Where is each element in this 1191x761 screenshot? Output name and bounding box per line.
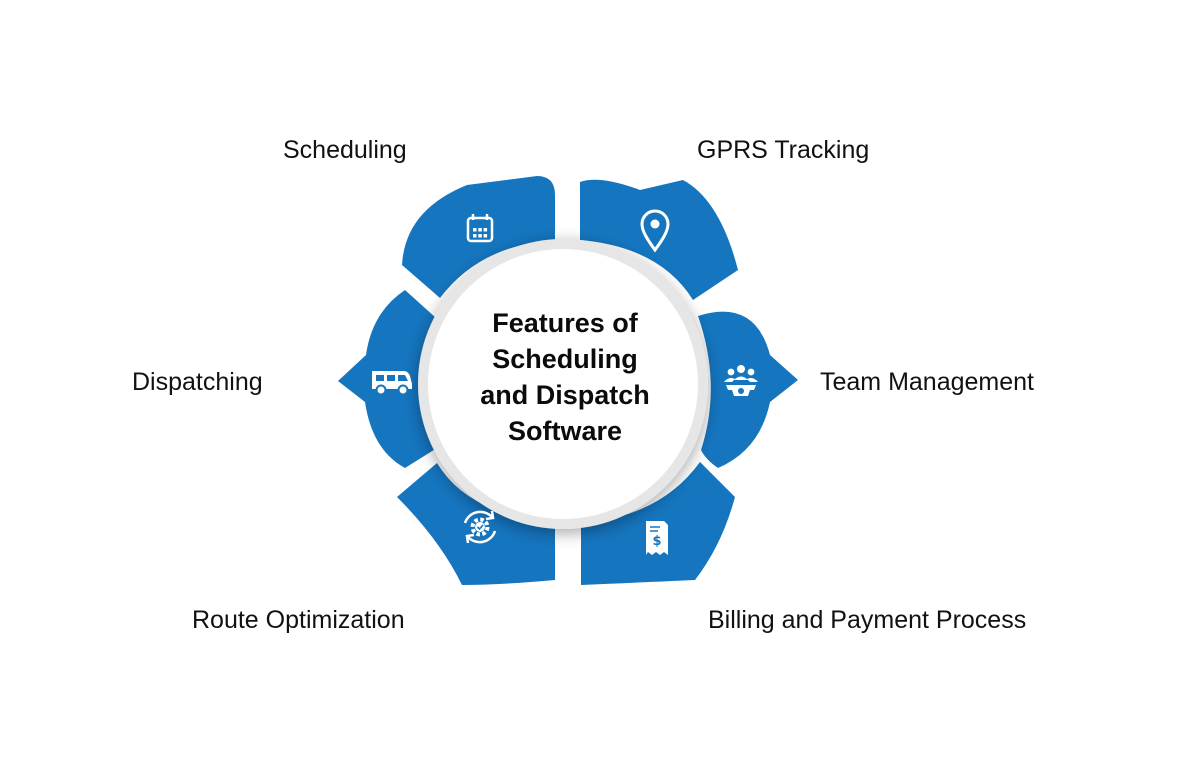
label-route-optimization: Route Optimization (192, 606, 405, 634)
center-title-line-4: Software (507, 416, 623, 446)
location-pin-icon (640, 209, 670, 253)
refresh-gear-icon (463, 510, 497, 544)
center-title-line-1: Features of (492, 308, 638, 338)
label-dispatching: Dispatching (132, 368, 263, 396)
center-title: Features of Scheduling and Dispatch Soft… (425, 305, 705, 449)
invoice-icon: $ (646, 521, 668, 555)
center-title-line-3: and Dispatch (480, 380, 650, 410)
label-team-management: Team Management (820, 368, 1035, 396)
center-circle (418, 239, 708, 529)
van-icon (372, 371, 412, 396)
label-scheduling: Scheduling (283, 136, 407, 164)
center-title-line-2: Scheduling (492, 344, 638, 374)
team-gear-icon (724, 365, 758, 396)
label-billing-payment: Billing and Payment Process (708, 606, 1027, 634)
segment-gprs-tracking (580, 179, 738, 300)
label-gprs-tracking: GPRS Tracking (697, 136, 870, 164)
calendar-icon (466, 214, 494, 243)
svg-text:$: $ (652, 534, 661, 549)
